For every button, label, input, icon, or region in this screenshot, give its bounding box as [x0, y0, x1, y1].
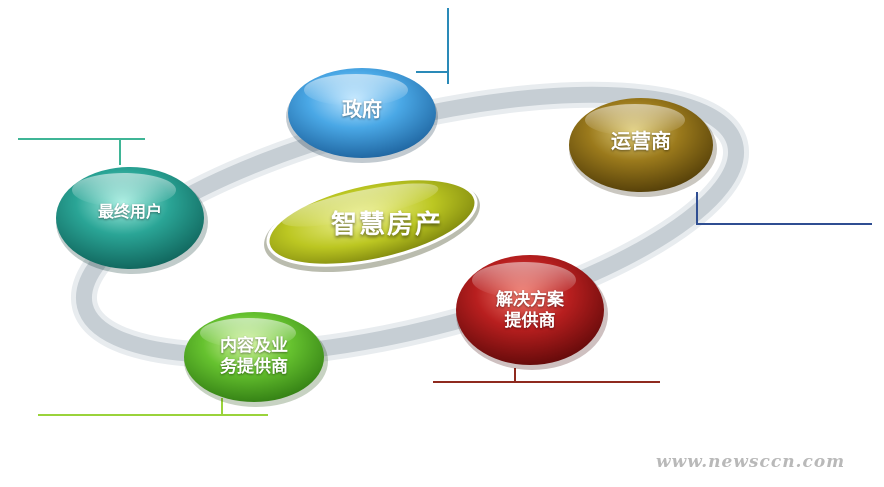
connector-government [416, 8, 449, 84]
center-node [264, 177, 480, 273]
watermark-text: www.newsccn.com [656, 452, 846, 472]
label-government: 政府 [342, 97, 382, 121]
node-end-user [56, 167, 208, 274]
connector-end-user [18, 138, 145, 165]
node-government [286, 68, 438, 163]
label-solution-provider: 解决方案 提供商 [496, 290, 564, 332]
node-solution-provider [456, 255, 608, 370]
center-label: 智慧房产 [330, 210, 443, 240]
connector-content-provider [38, 398, 268, 416]
node-content-provider [184, 312, 328, 407]
label-end-user: 最终用户 [97, 202, 162, 221]
node-operator [569, 98, 717, 197]
label-operator: 运营商 [611, 129, 671, 153]
connector-solution-provider [433, 368, 660, 383]
label-content-provider: 内容及业 务提供商 [220, 336, 288, 378]
connector-operator [696, 192, 872, 225]
